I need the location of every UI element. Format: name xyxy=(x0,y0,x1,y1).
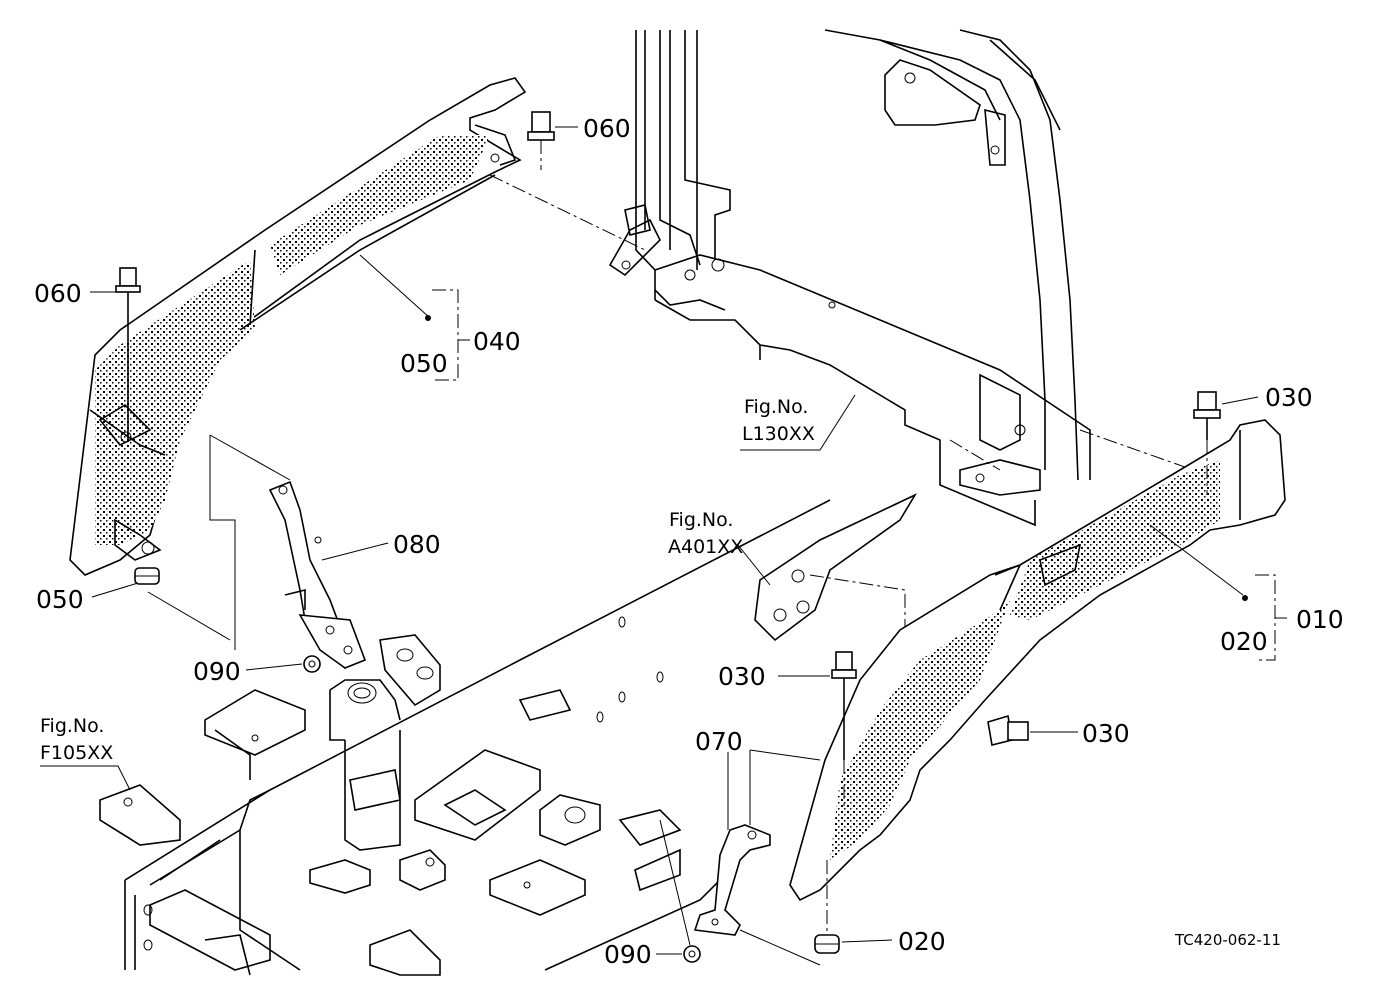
label-080: 080 xyxy=(393,530,441,559)
bolt-060-top xyxy=(527,111,555,170)
bolt-030-top xyxy=(1193,391,1221,495)
right-fender-010 xyxy=(789,419,1286,902)
leader-040-dot xyxy=(425,315,431,321)
leader-f105 xyxy=(40,765,131,791)
ref-l130-code: L130XX xyxy=(742,423,815,445)
label-090-left: 090 xyxy=(193,657,241,686)
rear-frame-drawing xyxy=(608,29,1091,527)
label-070: 070 xyxy=(695,727,743,756)
ref-a401-title: Fig.No. xyxy=(669,509,733,531)
bracket-080 xyxy=(268,480,367,669)
leader-010 xyxy=(1149,524,1244,596)
leader-050-left xyxy=(91,582,139,598)
ref-a401-code: A401XX xyxy=(668,536,743,558)
leader-040 xyxy=(359,254,431,319)
leader-080 xyxy=(321,542,389,561)
ref-l130-title: Fig.No. xyxy=(744,396,808,418)
leader-030-top xyxy=(1221,396,1259,405)
leader-070-top xyxy=(749,749,821,761)
leader-090-left xyxy=(245,663,303,671)
label-060-left: 060 xyxy=(34,279,82,308)
leader-frame-left xyxy=(489,174,646,251)
bolt-030-side xyxy=(987,714,1029,746)
nut-090-left xyxy=(303,655,321,673)
label-060-top: 060 xyxy=(583,114,631,143)
leader-l130 xyxy=(740,394,856,451)
leader-010-dot xyxy=(1242,595,1248,601)
leader-a401 xyxy=(737,544,771,586)
label-020-bottom: 020 xyxy=(898,927,946,956)
chassis-drawing xyxy=(99,499,831,976)
leader-frame-right xyxy=(949,439,1001,471)
left-fender-040 xyxy=(69,77,527,576)
grommet-050-left xyxy=(134,567,160,585)
a401-fragment xyxy=(754,493,918,642)
diagram-code: TC420-062-11 xyxy=(1174,931,1281,949)
label-010: 010 xyxy=(1296,605,1344,634)
label-030-top: 030 xyxy=(1265,383,1313,412)
label-020-bracket: 020 xyxy=(1220,627,1268,656)
label-090-bottom: 090 xyxy=(604,940,652,969)
grommet-020-bottom xyxy=(814,860,840,954)
label-050-left: 050 xyxy=(36,585,84,614)
leader-050-frame xyxy=(147,591,231,641)
label-040: 040 xyxy=(473,327,521,356)
ref-f105-code: F105XX xyxy=(40,742,113,764)
nut-090-bottom xyxy=(683,945,701,963)
ref-f105-title: Fig.No. xyxy=(40,715,104,737)
leader-080-top xyxy=(209,434,291,481)
leader-080-frame xyxy=(209,435,236,650)
bolt-060-left xyxy=(115,267,141,440)
label-050-bracket: 050 xyxy=(400,349,448,378)
bolt-030-middle xyxy=(831,651,857,810)
leader-070-bottom xyxy=(739,929,821,966)
leader-090-bolt xyxy=(659,819,691,946)
bracket-040 xyxy=(432,289,459,381)
bracket-070 xyxy=(693,824,771,936)
leader-020-bottom xyxy=(841,939,893,943)
label-030-side: 030 xyxy=(1082,719,1130,748)
label-030-middle: 030 xyxy=(718,662,766,691)
